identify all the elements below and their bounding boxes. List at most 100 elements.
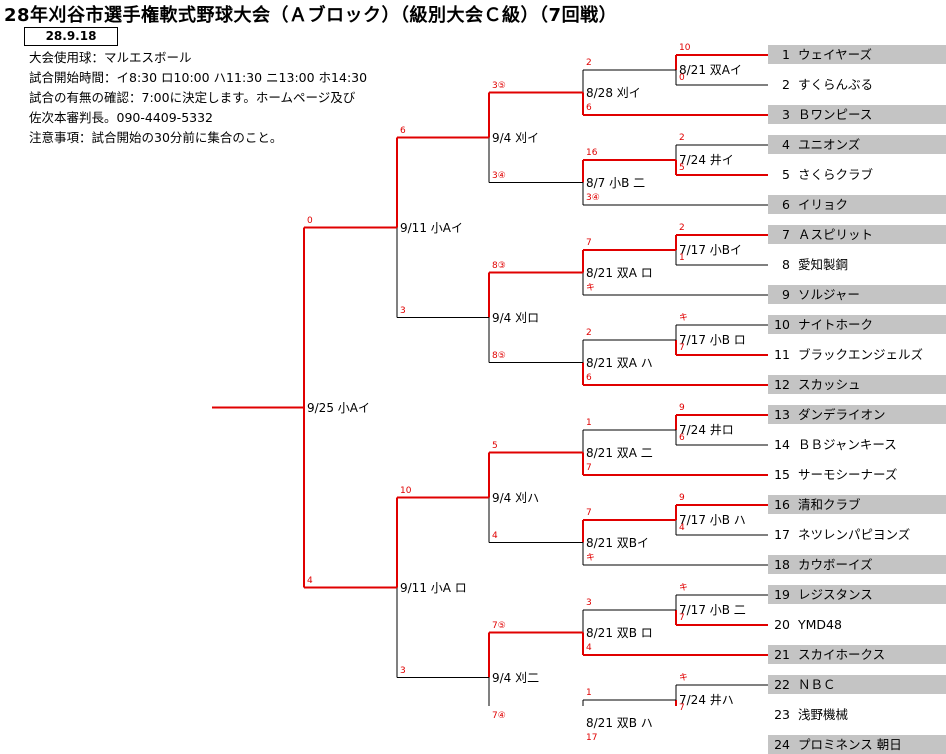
score: 16	[586, 148, 598, 158]
team-number: 15	[774, 467, 790, 482]
team-name: ユニオンズ	[798, 137, 861, 152]
team-name: さくらクラブ	[798, 167, 874, 182]
team-number: 8	[782, 257, 790, 272]
score: 1	[586, 418, 592, 428]
match-label: 8/21 双B ロ	[586, 625, 653, 640]
match-label: 9/4 刈ロ	[492, 310, 540, 325]
score: 7	[679, 613, 685, 623]
score: 8③	[492, 260, 506, 271]
match-label: 7/17 小B 二	[679, 603, 746, 617]
score: 6	[679, 433, 685, 443]
team-number: 9	[782, 287, 790, 302]
info-line: 注意事項：試合開始の30分前に集合のこと。	[29, 130, 283, 145]
team-name: Ａスピリット	[798, 227, 874, 242]
team-name: ネツレンパピヨンズ	[798, 527, 911, 542]
team-name: YMD48	[798, 617, 842, 632]
match-label: 9/11 小A ロ	[400, 580, 467, 595]
date-box: 28.9.18	[24, 27, 118, 46]
team-name: ナイトホーク	[798, 317, 874, 332]
team-number: 16	[774, 497, 790, 512]
score: 7	[679, 343, 685, 353]
team-name: Ｂワンピース	[798, 107, 873, 122]
score: 8⑤	[492, 350, 506, 361]
score: 2	[586, 58, 592, 68]
score: 7④	[492, 710, 506, 721]
score: 7	[679, 703, 685, 713]
score: 7	[586, 463, 592, 473]
team-name: ブラックエンジェルズ	[798, 347, 924, 362]
match-label: 8/28 刈イ	[586, 85, 641, 100]
team-number: 20	[774, 617, 790, 632]
team-number: 12	[774, 377, 790, 392]
score: キ	[679, 583, 689, 593]
team-name: スカイホークス	[798, 647, 886, 662]
team-row: 3 Ｂワンピース	[768, 105, 946, 124]
team-row: 11 ブラックエンジェルズ	[768, 345, 946, 364]
team-name: 愛知製鋼	[798, 257, 849, 272]
team-row: 17 ネツレンパピヨンズ	[768, 525, 946, 544]
score: 4	[586, 643, 592, 653]
team-name: すくらんぶる	[798, 77, 874, 92]
score: 0	[307, 215, 313, 226]
info-line: 試合の有無の確認：7:00に決定します。ホームページ及び	[29, 90, 356, 105]
team-number: 11	[774, 347, 790, 362]
team-row: 1 ウェイヤーズ	[768, 45, 946, 64]
score: 6	[586, 103, 592, 113]
team-number: 22	[774, 677, 790, 692]
score: 4	[492, 530, 498, 541]
match-label: 7/17 小B ハ	[679, 513, 746, 527]
score: 10	[679, 43, 691, 53]
match-label: 8/21 双Bイ	[586, 535, 649, 550]
match-label: 9/4 刈ハ	[492, 490, 540, 505]
match-label: 8/21 双A ハ	[586, 355, 653, 370]
score: 3⑤	[492, 80, 506, 91]
team-number: 5	[782, 167, 790, 182]
score: 6	[586, 373, 592, 383]
team-name: スカッシュ	[798, 377, 861, 392]
match-label: 8/21 双Aイ	[679, 63, 742, 77]
team-number: 17	[774, 527, 790, 542]
team-number: 18	[774, 557, 790, 572]
score: 10	[400, 485, 412, 496]
team-name: 清和クラブ	[798, 497, 861, 512]
score: キ	[586, 553, 596, 563]
score: 3	[586, 598, 592, 608]
team-row: 12 スカッシュ	[768, 375, 946, 394]
match-label: 7/24 井ハ	[679, 693, 734, 707]
team-row: 15 サーモシーナーズ	[768, 465, 946, 484]
team-number: 19	[774, 587, 790, 602]
team-row: 10 ナイトホーク	[768, 315, 946, 334]
score: 17	[586, 733, 598, 743]
team-row: 5 さくらクラブ	[768, 165, 946, 184]
match-label: 7/17 小B ロ	[679, 333, 746, 347]
team-number: 3	[782, 107, 790, 122]
match-label: 8/21 双B ハ	[586, 715, 653, 730]
match-label: 7/17 小Bイ	[679, 243, 742, 257]
match-label: 9/4 刈イ	[492, 130, 540, 145]
team-number: 1	[782, 47, 790, 62]
score: 9	[679, 403, 685, 413]
score: 3	[400, 665, 406, 676]
score: 3	[400, 305, 406, 316]
match-label: 8/7 小B 二	[586, 175, 646, 190]
score: 4	[679, 523, 685, 533]
info-line: 試合開始時間：イ8:30 ロ10:00 ハ11:30 ニ13:00 ホ14:30	[29, 70, 368, 85]
info-line: 佐次本審判長。090-4409-5332	[29, 110, 214, 125]
score: 4	[307, 575, 313, 586]
team-number: 13	[774, 407, 790, 422]
match-label: 8/21 双A 二	[586, 445, 653, 460]
team-name: ウェイヤーズ	[798, 47, 873, 62]
team-number: 24	[774, 737, 790, 752]
team-name: プロミネンス 朝日	[798, 737, 902, 752]
score: 6	[400, 125, 406, 136]
team-number: 10	[774, 317, 790, 332]
team-name: サーモシーナーズ	[798, 467, 898, 482]
